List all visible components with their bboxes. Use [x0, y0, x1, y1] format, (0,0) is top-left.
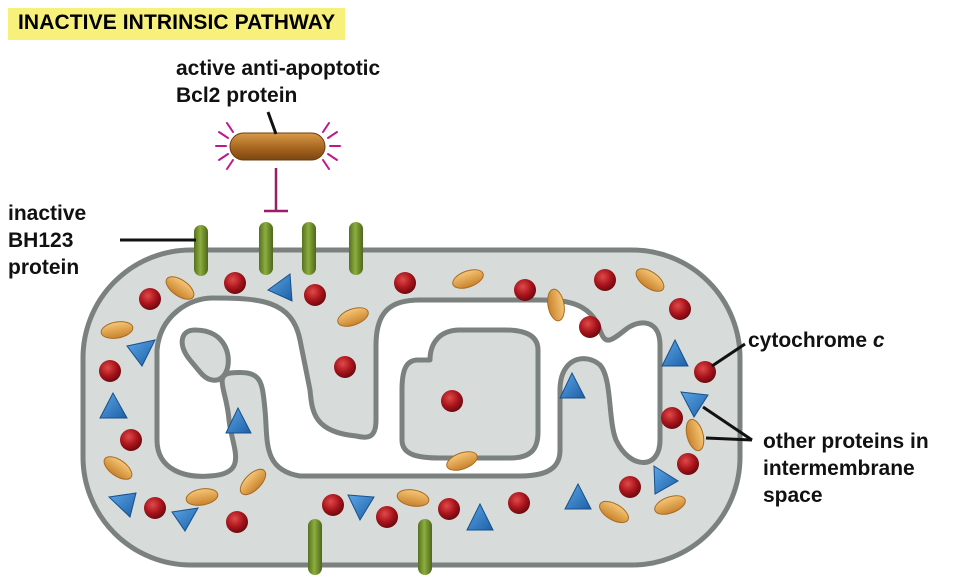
triangle-protein: [171, 507, 199, 532]
inhibition-symbol: [264, 168, 288, 213]
bh123-label-line1: inactive: [8, 202, 87, 225]
bcl2-protein-capsule: [229, 132, 326, 161]
cytochrome-c-ball: [694, 361, 716, 383]
oval-protein: [685, 418, 705, 452]
bh123-label-line3: protein: [8, 256, 80, 279]
bh123-proteins: [194, 222, 432, 575]
cytochrome-label-text: cytochrome: [748, 329, 873, 352]
bcl2-protein: [215, 122, 341, 170]
cytochrome-pointer-line: [711, 342, 746, 368]
oval-protein: [239, 468, 267, 496]
crista-lobe: [179, 327, 231, 383]
bh123-protein-rod: [308, 519, 322, 575]
cytochrome-c-ball: [376, 506, 398, 528]
oval-protein: [396, 489, 430, 507]
triangle-protein: [347, 494, 375, 522]
title-banner: INACTIVE INTRINSIC PATHWAY: [8, 8, 346, 40]
intermembrane-ovals: [100, 268, 705, 524]
cytochrome-label-italic: c: [872, 329, 885, 352]
bh123-label: inactive BH123 protein: [8, 200, 86, 281]
cytochrome-c-ball: [438, 498, 460, 520]
triangle-protein: [267, 273, 293, 302]
cytochrome-c-ball: [394, 272, 416, 294]
cytochrome-c-ball: [661, 407, 683, 429]
oval-protein: [547, 288, 565, 322]
triangle-protein: [653, 465, 679, 495]
cytochrome-c-ball: [579, 316, 601, 338]
triangle-pointer-line: [702, 405, 753, 442]
cytochrome-c-ball: [139, 288, 161, 310]
crista-lobe: [399, 327, 541, 461]
other-proteins-label-line3: space: [763, 484, 823, 507]
cytochrome-c-ball: [514, 279, 536, 301]
oval-protein: [654, 495, 686, 515]
triangle-protein: [564, 482, 592, 510]
other-proteins-label-line1: other proteins in: [763, 430, 929, 453]
bh123-protein-rod: [302, 222, 316, 275]
cytochrome-c-ball: [669, 298, 691, 320]
triangle-protein: [466, 502, 494, 531]
cytochrome-c-ball: [144, 497, 166, 519]
cytochrome-c-ball: [334, 356, 356, 378]
bh123-protein-rod: [349, 222, 363, 275]
bh123-protein-rod: [259, 222, 273, 275]
cytochrome-c-ball: [304, 284, 326, 306]
bcl2-label-line1: active anti-apoptotic: [176, 57, 381, 80]
cytochrome-c-ball: [508, 492, 530, 514]
cytochrome-c-ball: [226, 511, 248, 533]
cytochrome-c-ball: [99, 360, 121, 382]
intermembrane-triangles: [99, 273, 709, 532]
other-proteins-label: other proteins in intermembrane space: [763, 428, 929, 509]
cytochrome-c-ball: [120, 429, 142, 451]
triangle-protein: [99, 391, 128, 419]
other-proteins-label-line2: intermembrane: [763, 457, 915, 480]
oval-protein: [452, 269, 484, 289]
cytochrome-c-ball: [594, 269, 616, 291]
bcl2-label: active anti-apoptotic Bcl2 protein: [176, 55, 380, 109]
glow-rays: [215, 122, 341, 170]
oval-protein: [635, 268, 665, 292]
triangle-protein: [680, 391, 709, 418]
cytochrome-c-ball: [441, 390, 463, 412]
oval-protein: [165, 276, 195, 300]
oval-protein: [185, 488, 219, 506]
oval-protein: [100, 321, 134, 339]
oval-protein: [599, 500, 629, 524]
cytochrome-c-ball: [619, 476, 641, 498]
bh123-protein-rod: [194, 225, 208, 276]
triangle-protein: [126, 339, 156, 367]
cytochrome-c-ball: [677, 453, 699, 475]
triangle-protein: [225, 406, 252, 434]
cytochrome-c-ball: [322, 494, 344, 516]
cytochrome-c-ball: [224, 272, 246, 294]
triangle-protein: [559, 371, 586, 399]
oval-protein: [446, 451, 478, 471]
cytochrome-c-molecules: [99, 269, 716, 533]
oval-pointer-line: [705, 436, 753, 442]
cytochrome-label: cytochrome c: [748, 327, 885, 354]
bh123-label-line2: BH123: [8, 229, 74, 252]
oval-protein: [103, 456, 133, 480]
bcl2-label-line2: Bcl2 protein: [176, 84, 298, 107]
triangle-protein: [661, 338, 689, 367]
bh123-protein-rod: [418, 519, 432, 575]
oval-protein: [337, 307, 369, 327]
triangle-protein: [107, 492, 137, 518]
bcl2-pointer-line: [266, 111, 278, 135]
